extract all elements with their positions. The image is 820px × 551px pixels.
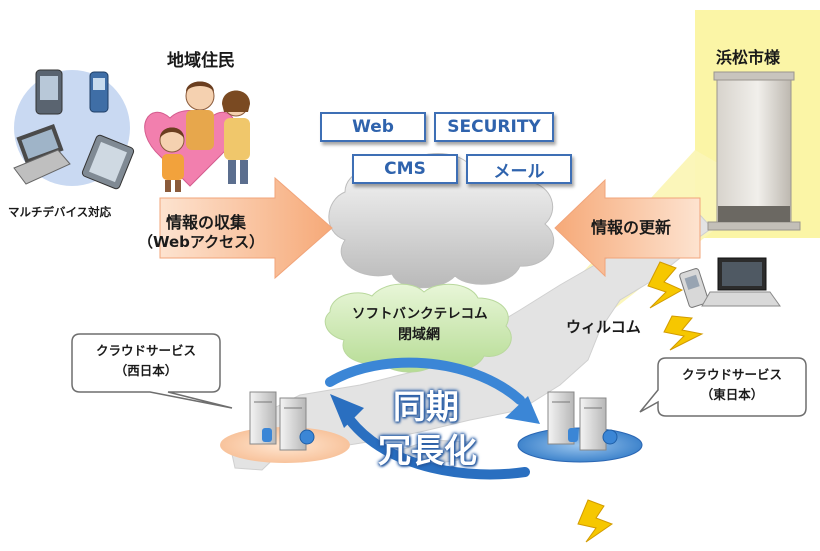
west-callout-bubble bbox=[71, 333, 233, 409]
collect-arrow bbox=[159, 176, 333, 280]
east-callout-bubble bbox=[639, 357, 807, 417]
notebook-pc-icon bbox=[13, 124, 71, 185]
mail-service-box: メール bbox=[466, 154, 572, 184]
cms-service-box: CMS bbox=[352, 154, 458, 184]
mobile-phone-icon bbox=[89, 71, 109, 113]
east-servers bbox=[547, 391, 618, 451]
web-service-box: Web bbox=[320, 112, 426, 142]
update-label: 情報の更新 bbox=[591, 218, 672, 237]
west-servers bbox=[249, 391, 315, 451]
pda-terminal-icon bbox=[679, 268, 709, 308]
internet-cloud bbox=[328, 153, 555, 289]
residents-family-icon bbox=[144, 81, 250, 192]
multi-device-label: マルチデバイス対応 bbox=[8, 205, 112, 219]
collect-label-line2: （Webアクセス） bbox=[138, 233, 265, 251]
smartphone-icon bbox=[35, 69, 63, 115]
sync-arrows bbox=[325, 357, 540, 480]
closed-network-cloud bbox=[324, 283, 512, 373]
residents-label: 地域住民 bbox=[167, 51, 235, 71]
wireless-lightning-icons bbox=[577, 261, 704, 543]
laptop-icon bbox=[701, 257, 781, 307]
sync-label: 同期 bbox=[393, 387, 459, 426]
east-cloud-label-line2: （東日本） bbox=[700, 387, 764, 402]
east-cloud-label-line1: クラウドサービス bbox=[681, 367, 782, 382]
tablet-pc-icon bbox=[81, 134, 135, 190]
network-label-line1: ソフトバンクテレコム bbox=[352, 306, 488, 322]
redundancy-label: 冗長化 bbox=[378, 431, 477, 470]
west-cloud-label-line1: クラウドサービス bbox=[95, 343, 196, 358]
city-hall-building-icon bbox=[707, 71, 801, 231]
city-label: 浜松市様 bbox=[716, 48, 781, 67]
collect-label-line1: 情報の収集 bbox=[166, 213, 247, 232]
update-arrow bbox=[554, 178, 701, 278]
west-cloud-label-line2: （西日本） bbox=[114, 363, 178, 378]
willcom-label: ウィルコム bbox=[566, 318, 641, 336]
network-label-line2: 閉域網 bbox=[398, 327, 440, 343]
security-service-box: SECURITY bbox=[434, 112, 554, 142]
